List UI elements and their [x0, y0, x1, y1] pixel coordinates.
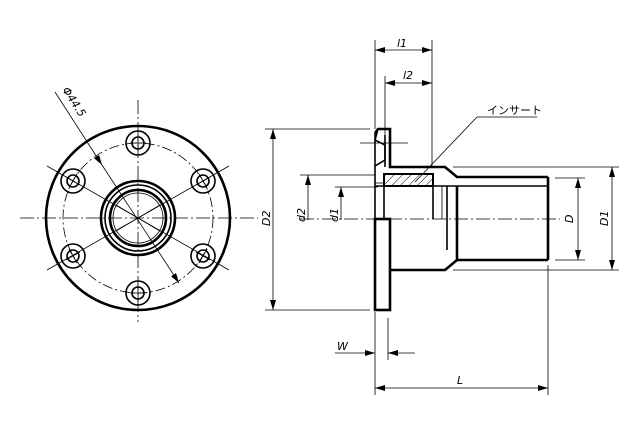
insert-section — [383, 173, 434, 187]
L-label: L — [457, 374, 463, 387]
D2-label: D2 — [260, 211, 273, 226]
bore-circle — [108, 188, 168, 248]
lower-outer-profile — [390, 258, 548, 272]
bolt-holes — [60, 130, 216, 306]
d1-label: d1 — [328, 208, 341, 222]
pcd-dimension-line — [101, 164, 180, 284]
insert-leader-line — [414, 116, 537, 183]
D-label: D — [563, 215, 576, 223]
bolt-hole — [190, 243, 216, 269]
flange-lower — [373, 217, 392, 312]
W-label: W — [337, 340, 349, 353]
bolt-hole — [190, 168, 216, 194]
countersink-hole — [374, 128, 386, 167]
upper-outer-profile — [373, 127, 548, 179]
bore-inner-circle — [112, 192, 164, 244]
D1-label: D1 — [598, 211, 611, 226]
l1-label: l1 — [397, 37, 407, 50]
d2-label: d2 — [295, 208, 308, 222]
bolt-hole — [125, 280, 151, 306]
bolt-hole — [125, 130, 151, 156]
pcd-dimension-line — [54, 91, 103, 166]
pcd-label: Φ44.5 — [59, 85, 88, 120]
bolt-hole — [60, 168, 86, 194]
hub-outer-circle — [99, 179, 177, 257]
hub-circle — [104, 184, 172, 252]
side-view: l1 l2 インサート D2 d2 d1 D D1 — [260, 37, 619, 395]
bolt-hole — [60, 243, 86, 269]
flange-outer-circle — [44, 124, 232, 312]
bore-radial-lines — [115, 204, 161, 232]
insert-label: インサート — [487, 104, 542, 117]
front-view: Φ44.5 — [20, 85, 258, 322]
l2-label: l2 — [403, 69, 413, 82]
